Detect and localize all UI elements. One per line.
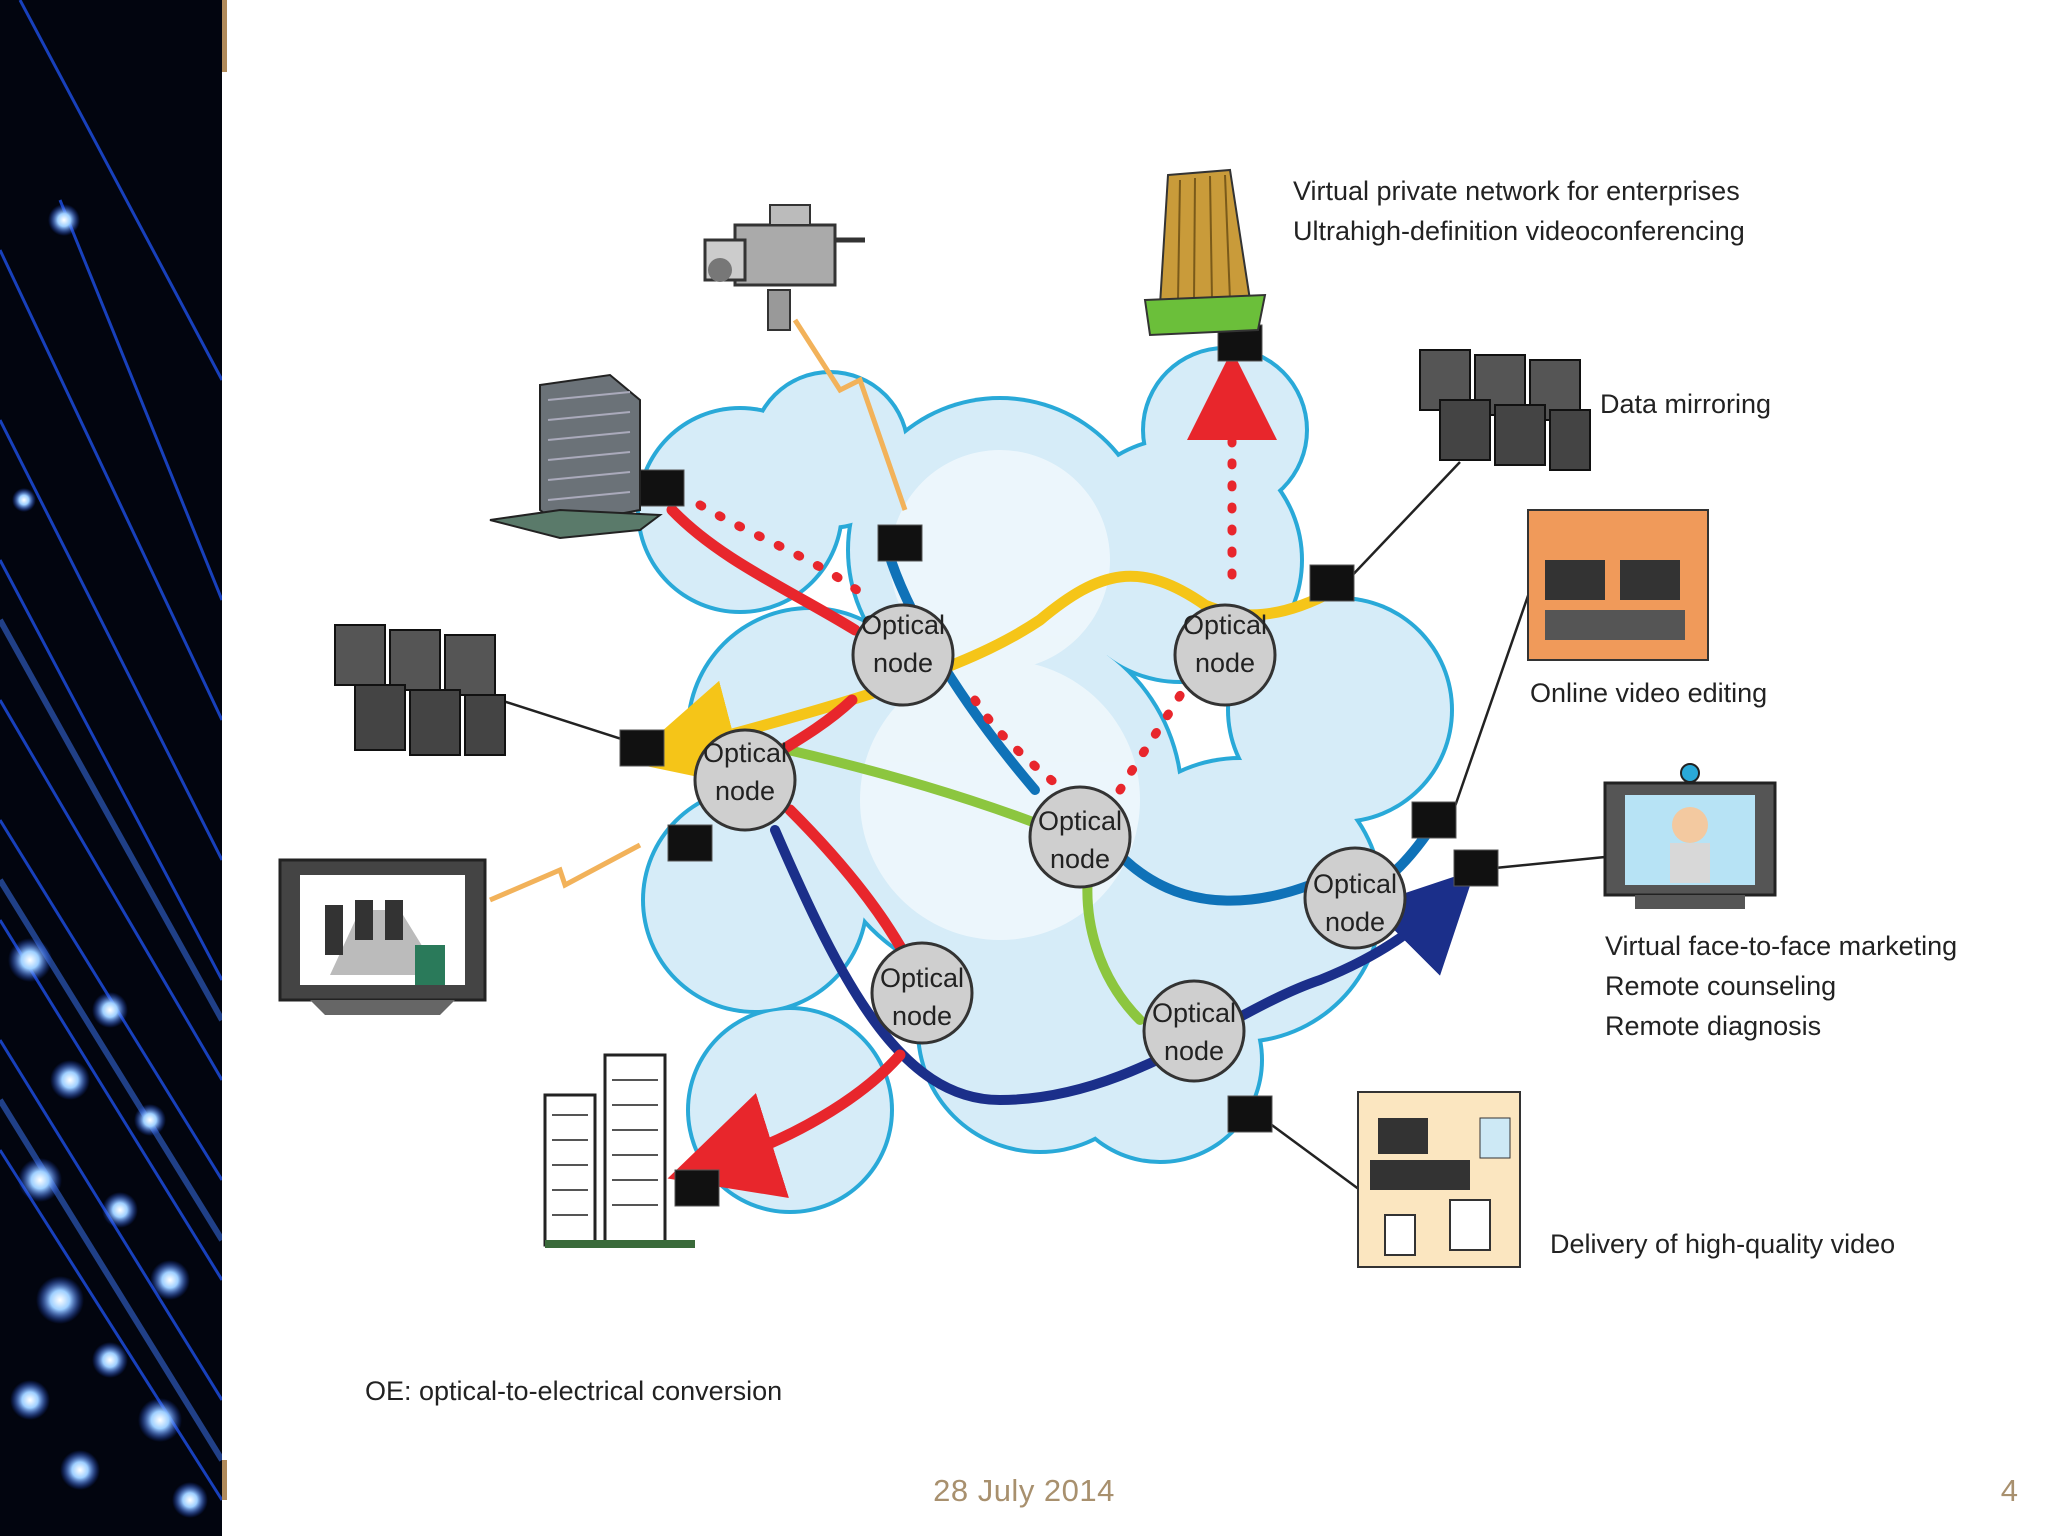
svg-text:Optical: Optical xyxy=(861,610,945,640)
optical-nodes: Optical node Optical node Optical node O… xyxy=(693,603,1407,1083)
svg-text:node: node xyxy=(1325,907,1385,937)
svg-text:Optical: Optical xyxy=(1183,610,1267,640)
slide-page-number: 4 xyxy=(2000,1473,2018,1508)
slide-date: 28 July 2014 xyxy=(933,1473,1115,1508)
oe-box-1 xyxy=(639,469,685,507)
server-rack-icon-right xyxy=(1419,349,1591,471)
red-link-1 xyxy=(666,504,861,636)
video-camera-icon xyxy=(703,204,865,331)
svg-text:Optical: Optical xyxy=(880,963,964,993)
office-tower-icon xyxy=(489,373,663,540)
svg-text:node: node xyxy=(1050,844,1110,874)
label-oe-note: OE: optical-to-electrical conversion xyxy=(365,1376,782,1406)
red-link-4 xyxy=(667,1049,906,1198)
label-vpn-line2: Ultrahigh-definition videoconferencing xyxy=(1293,216,1745,246)
diagram-labels: Virtual private network for enterprises … xyxy=(365,176,1957,1406)
oe-box-7 xyxy=(1411,801,1457,839)
oe-conversion-boxes xyxy=(619,324,1499,1207)
optical-node-2: Optical node xyxy=(1173,603,1277,707)
connector-lines xyxy=(499,461,1606,1192)
red-dotted-link-1 xyxy=(695,500,875,605)
svg-text:Optical: Optical xyxy=(1313,869,1397,899)
oe-box-5 xyxy=(619,729,665,767)
optical-node-7: Optical node xyxy=(1142,979,1246,1083)
svg-text:Optical: Optical xyxy=(1152,998,1236,1028)
label-vpn-line1: Virtual private network for enterprises xyxy=(1293,176,1740,206)
oe-box-9 xyxy=(1227,1095,1273,1133)
network-diagram: Optical node Optical node Optical node O… xyxy=(278,168,1957,1406)
home-theater-icon xyxy=(1357,1091,1521,1268)
videophone-monitor-icon xyxy=(1603,763,1777,909)
server-rack-icon-left xyxy=(334,624,506,756)
optical-node-6: Optical node xyxy=(870,941,974,1045)
label-data-mirroring: Data mirroring xyxy=(1600,389,1771,419)
skyscraper-icon xyxy=(1143,168,1267,337)
blue-link-2 xyxy=(1120,855,1315,906)
optical-node-4: Optical node xyxy=(1028,785,1132,889)
svg-text:node: node xyxy=(1195,648,1255,678)
fiber-optic-background xyxy=(0,0,222,1536)
svg-text:node: node xyxy=(873,648,933,678)
oe-box-8 xyxy=(1453,849,1499,887)
videoconference-screen-icon xyxy=(278,858,487,1015)
svg-text:Optical: Optical xyxy=(1038,806,1122,836)
decorative-bar-bottom xyxy=(222,1460,227,1500)
svg-text:node: node xyxy=(1164,1036,1224,1066)
label-marketing-line3: Remote diagnosis xyxy=(1605,1011,1821,1041)
video-editing-room-icon xyxy=(1527,509,1709,661)
red-link-3 xyxy=(784,804,911,961)
svg-text:Optical: Optical xyxy=(703,738,787,768)
label-delivery: Delivery of high-quality video xyxy=(1550,1229,1895,1259)
optical-node-3: Optical node xyxy=(693,728,797,832)
oe-box-2 xyxy=(877,524,923,562)
wireless-links xyxy=(489,318,908,903)
label-marketing-line2: Remote counseling xyxy=(1605,971,1836,1001)
navy-link xyxy=(770,825,1476,1106)
label-online-video-editing: Online video editing xyxy=(1530,678,1767,708)
decorative-bar-top xyxy=(222,0,227,72)
city-buildings-icon xyxy=(543,1053,695,1248)
svg-text:node: node xyxy=(892,1001,952,1031)
oe-box-6 xyxy=(667,824,713,862)
svg-text:node: node xyxy=(715,776,775,806)
red-dotted-link-2 xyxy=(970,695,1080,805)
oe-box-10 xyxy=(674,1169,720,1207)
optical-node-1: Optical node xyxy=(851,603,955,707)
optical-node-5: Optical node xyxy=(1303,846,1407,950)
label-marketing-line1: Virtual face-to-face marketing xyxy=(1605,931,1957,961)
oe-box-4 xyxy=(1309,564,1355,602)
